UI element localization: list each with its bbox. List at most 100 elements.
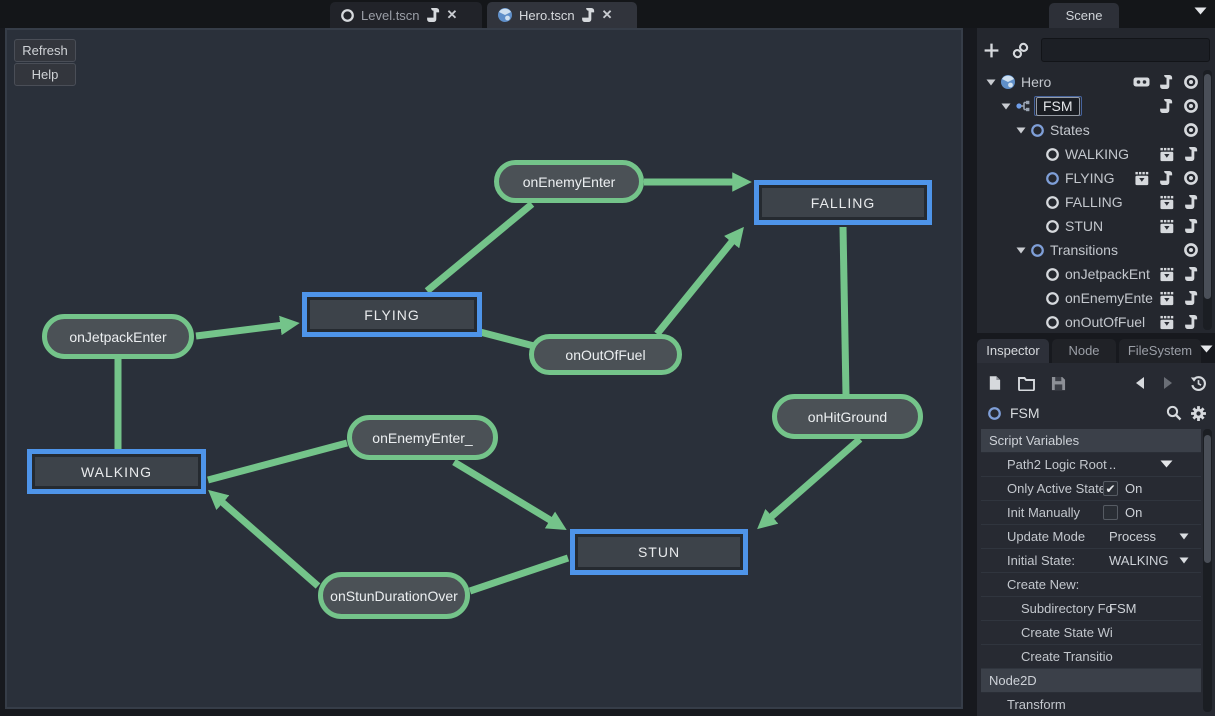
tree-row-falling[interactable]: FALLING bbox=[981, 190, 1201, 214]
tab-hero-tscn[interactable]: Hero.tscn ✕ bbox=[487, 2, 637, 28]
scene-toolbar bbox=[983, 36, 1210, 64]
tools-gear-icon[interactable] bbox=[1190, 405, 1207, 422]
dock-menu-dropdown-icon[interactable] bbox=[1200, 345, 1213, 353]
add-node-icon[interactable] bbox=[983, 42, 1000, 59]
property-value[interactable]: WALKING bbox=[1109, 553, 1169, 568]
tab-label: Hero.tscn bbox=[519, 7, 575, 23]
connections-icon[interactable] bbox=[1159, 315, 1175, 330]
tab-node[interactable]: Node bbox=[1052, 339, 1116, 363]
load-resource-icon[interactable] bbox=[1018, 376, 1035, 391]
transition-label: onEnemyEnter bbox=[522, 173, 616, 190]
node-rename-field[interactable]: FSM bbox=[1036, 97, 1080, 116]
connections-icon[interactable] bbox=[1159, 267, 1175, 282]
section-node2d[interactable]: Node2D bbox=[981, 669, 1201, 693]
transition-edge bbox=[208, 489, 321, 589]
script-icon[interactable] bbox=[1159, 170, 1174, 186]
connections-icon[interactable] bbox=[1159, 147, 1175, 162]
state-node-walking[interactable]: WALKING bbox=[27, 449, 206, 494]
transition-node-onjetpackenter[interactable]: onJetpackEnter bbox=[42, 314, 194, 359]
transition-label: onStunDurationOver bbox=[330, 587, 458, 604]
search-properties-icon[interactable] bbox=[1166, 405, 1182, 421]
script-icon[interactable] bbox=[1159, 98, 1174, 114]
checkbox-unchecked[interactable] bbox=[1103, 505, 1118, 520]
node-circle-icon bbox=[987, 406, 1002, 421]
visibility-icon[interactable] bbox=[1183, 74, 1199, 90]
transition-node-onenemyenter_[interactable]: onEnemyEnter_ bbox=[347, 415, 498, 460]
script-icon[interactable] bbox=[1184, 218, 1199, 234]
dropdown-arrow-icon[interactable] bbox=[1179, 533, 1189, 540]
transition-edge bbox=[452, 459, 567, 531]
script-icon[interactable] bbox=[1184, 314, 1199, 330]
instance-scene-link-icon[interactable] bbox=[1012, 42, 1029, 59]
tree-row-stun[interactable]: STUN bbox=[981, 214, 1201, 238]
script-icon[interactable] bbox=[1159, 74, 1174, 90]
refresh-button[interactable]: Refresh bbox=[14, 39, 76, 62]
scene-tree-scrollbar[interactable] bbox=[1203, 70, 1212, 330]
expander-arrow-icon[interactable] bbox=[985, 79, 997, 86]
property-label: Initial State: bbox=[1007, 553, 1075, 568]
scene-dock-tab[interactable]: Scene bbox=[1049, 3, 1119, 28]
dock-tab-bar: Inspector Node FileSystem bbox=[977, 339, 1215, 363]
property-path2-logic-root: Path2 Logic Root.. bbox=[981, 453, 1201, 477]
new-resource-icon[interactable] bbox=[987, 375, 1002, 391]
tree-row-onenemyente[interactable]: onEnemyEnte bbox=[981, 286, 1201, 310]
visibility-icon[interactable] bbox=[1183, 170, 1199, 186]
checkbox-checked[interactable]: ✔ bbox=[1103, 481, 1118, 496]
property-value[interactable]: .. bbox=[1109, 457, 1117, 472]
connections-icon[interactable] bbox=[1159, 219, 1175, 234]
expander-arrow-icon[interactable] bbox=[1000, 103, 1012, 110]
transition-node-onstundurationover[interactable]: onStunDurationOver bbox=[318, 572, 470, 619]
checkbox-label: On bbox=[1125, 481, 1143, 496]
expander-arrow-icon[interactable] bbox=[1015, 127, 1027, 134]
instance-icon[interactable] bbox=[1133, 75, 1150, 89]
visibility-icon[interactable] bbox=[1183, 98, 1199, 114]
visibility-icon[interactable] bbox=[1183, 242, 1199, 258]
state-node-flying[interactable]: FLYING bbox=[302, 292, 482, 337]
state-node-falling[interactable]: FALLING bbox=[754, 180, 932, 225]
tree-row-states[interactable]: States bbox=[981, 118, 1201, 142]
tab-inspector[interactable]: Inspector bbox=[977, 339, 1049, 363]
connections-icon[interactable] bbox=[1134, 171, 1150, 186]
tree-node-label: STUN bbox=[1065, 218, 1104, 234]
tree-row-fsm[interactable]: FSM bbox=[981, 94, 1201, 118]
property-value[interactable]: Process bbox=[1109, 529, 1156, 544]
history-back-icon[interactable] bbox=[1134, 376, 1146, 390]
connections-icon[interactable] bbox=[1159, 291, 1175, 306]
tab-level-tscn[interactable]: Level.tscn ✕ bbox=[330, 2, 482, 28]
transition-edge bbox=[424, 201, 535, 294]
close-icon[interactable]: ✕ bbox=[446, 7, 458, 22]
transition-node-onoutoffuel[interactable]: onOutOfFuel bbox=[529, 334, 682, 375]
tab-filesystem[interactable]: FileSystem bbox=[1119, 339, 1201, 363]
dropdown-arrow-icon[interactable] bbox=[1179, 557, 1189, 564]
expander-arrow-icon[interactable] bbox=[1015, 247, 1027, 254]
section-script-variables[interactable]: Script Variables bbox=[981, 429, 1201, 453]
close-icon[interactable]: ✕ bbox=[601, 7, 613, 22]
tree-row-walking[interactable]: WALKING bbox=[981, 142, 1201, 166]
property-value[interactable]: FSM bbox=[1109, 601, 1137, 616]
tree-row-hero[interactable]: Hero bbox=[981, 70, 1201, 94]
transition-node-onenemyenter[interactable]: onEnemyEnter bbox=[494, 160, 644, 203]
history-icon[interactable] bbox=[1190, 375, 1207, 392]
tree-row-flying[interactable]: FLYING bbox=[981, 166, 1201, 190]
script-icon[interactable] bbox=[1184, 290, 1199, 306]
visibility-icon[interactable] bbox=[1183, 122, 1199, 138]
transition-node-onhitground[interactable]: onHitGround bbox=[772, 394, 923, 439]
panel-menu-dropdown-icon[interactable] bbox=[1194, 7, 1207, 15]
state-node-stun[interactable]: STUN bbox=[570, 529, 748, 575]
save-resource-icon[interactable] bbox=[1051, 376, 1066, 391]
tree-row-onoutoffuel[interactable]: onOutOfFuel bbox=[981, 310, 1201, 333]
tree-row-transitions[interactable]: Transitions bbox=[981, 238, 1201, 262]
tree-row-onjetpackent[interactable]: onJetpackEnt bbox=[981, 262, 1201, 286]
scene-filter-input[interactable] bbox=[1041, 38, 1210, 62]
connections-icon[interactable] bbox=[1159, 195, 1175, 210]
help-button[interactable]: Help bbox=[14, 63, 76, 86]
script-icon[interactable] bbox=[1184, 146, 1199, 162]
script-icon[interactable] bbox=[1184, 266, 1199, 282]
dropdown-arrow-icon[interactable] bbox=[1160, 460, 1173, 468]
script-icon[interactable] bbox=[1184, 194, 1199, 210]
state-label: FLYING bbox=[364, 306, 420, 323]
inspector-scrollbar[interactable] bbox=[1203, 429, 1212, 712]
tab-label: Level.tscn bbox=[361, 7, 420, 23]
transition-edge bbox=[839, 226, 850, 396]
history-forward-icon[interactable] bbox=[1162, 376, 1174, 390]
